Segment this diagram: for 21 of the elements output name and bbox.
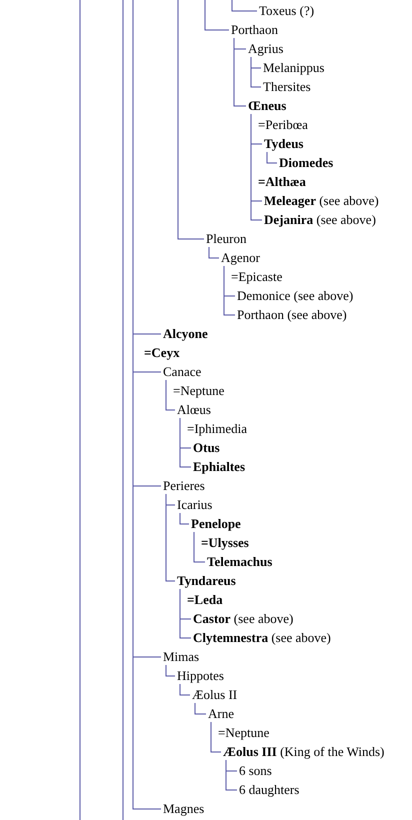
tree-connector xyxy=(180,588,192,638)
tree-connector xyxy=(224,266,236,316)
tree-connector xyxy=(180,418,192,468)
tree-connector xyxy=(194,702,206,714)
tree-connector xyxy=(208,246,220,258)
tree-connector xyxy=(132,0,162,810)
tree-connector xyxy=(166,494,176,582)
tree-connector xyxy=(210,722,222,752)
tree-connector xyxy=(250,56,262,88)
tree-connector xyxy=(232,0,258,12)
tree-connector xyxy=(194,532,206,562)
tree-connector xyxy=(166,380,176,410)
tree-connector xyxy=(166,664,176,676)
tree-connector xyxy=(266,152,278,164)
tree-connector xyxy=(226,760,238,790)
tree-connector xyxy=(250,114,262,220)
tree-connector xyxy=(180,684,190,696)
tree-connector xyxy=(234,38,246,106)
tree-connector xyxy=(178,0,204,240)
tree-connector xyxy=(204,0,230,30)
tree-connector xyxy=(180,512,190,524)
